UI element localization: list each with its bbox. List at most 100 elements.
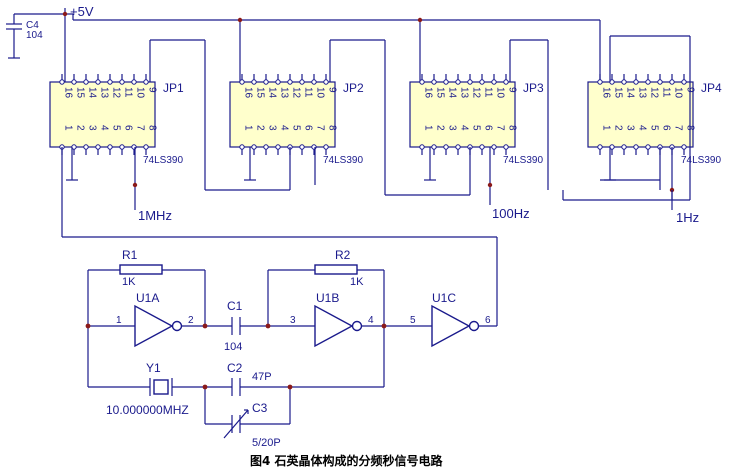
chip-body: [409, 81, 516, 148]
pin-number: 4: [459, 125, 470, 131]
u1c-inverter: [431, 304, 480, 348]
pin-dot: [491, 144, 497, 150]
pin-number: 3: [447, 125, 458, 131]
pin-number: 11: [123, 87, 134, 98]
pin-dot: [83, 79, 89, 85]
pin-dot: [311, 79, 317, 85]
pin-number: 6: [483, 125, 494, 131]
pin-dot: [633, 79, 639, 85]
pin-dot: [95, 144, 101, 150]
pin-number: 14: [625, 87, 636, 99]
pin-number: 6: [123, 125, 134, 131]
pin-number: 13: [279, 87, 290, 99]
pin-number: 2: [435, 125, 446, 131]
output-1mhz: 1MHz: [138, 208, 172, 223]
pin-number: 2: [613, 125, 624, 131]
pin-number: 4: [279, 125, 290, 131]
pin-dot: [455, 144, 461, 150]
pin-dot: [299, 144, 305, 150]
u1a-in-pin: 1: [116, 315, 122, 326]
pin-dot: [443, 144, 449, 150]
pin-dot: [251, 79, 257, 85]
c1-value: 104: [224, 341, 242, 353]
chip-ref: JP1: [163, 81, 184, 95]
c2-capacitor: [231, 378, 241, 396]
chip-body: [229, 81, 336, 148]
pin-dot: [131, 79, 137, 85]
pin-number: 11: [483, 87, 494, 98]
pin-dot: [119, 79, 125, 85]
chip-ref: JP4: [701, 81, 722, 95]
pin-number: 5: [111, 125, 122, 131]
c4-value: 104: [26, 30, 43, 41]
c3-ref: C3: [252, 401, 268, 415]
pin-number: 1: [243, 125, 254, 131]
pin-dot: [95, 79, 101, 85]
c4-ref: C4: [26, 20, 39, 31]
pin-number: 11: [661, 87, 672, 98]
c2-ref: C2: [227, 361, 243, 375]
u1b-ref: U1B: [316, 291, 339, 305]
y1-crystal: [149, 378, 173, 396]
pin-number: 12: [471, 87, 482, 99]
pin-number: 9: [147, 87, 158, 93]
pin-dot: [107, 144, 113, 150]
pin-number: 15: [613, 87, 624, 99]
pin-dot: [107, 79, 113, 85]
pin-number: 10: [495, 87, 506, 99]
pin-number: 10: [315, 87, 326, 99]
pin-number: 10: [135, 87, 146, 99]
r1-value: 1K: [122, 276, 136, 288]
pin-number: 3: [87, 125, 98, 131]
pin-dot: [143, 144, 149, 150]
pin-dot: [239, 144, 245, 150]
pin-number: 1: [601, 125, 612, 131]
u1c-in-pin: 5: [410, 315, 416, 326]
pin-dot: [669, 79, 675, 85]
supply-label: +5V: [70, 4, 94, 19]
chip-ref: JP2: [343, 81, 364, 95]
chip-ref: JP3: [523, 81, 544, 95]
pin-number: 10: [673, 87, 684, 99]
pin-dot: [645, 79, 651, 85]
pin-dot: [83, 144, 89, 150]
pin-number: 7: [135, 125, 146, 131]
u1b-in-pin: 3: [290, 315, 296, 326]
pin-number: 8: [507, 125, 518, 131]
pin-number: 15: [255, 87, 266, 99]
pin-dot: [681, 144, 687, 150]
pin-dot: [119, 144, 125, 150]
y1-ref: Y1: [146, 361, 161, 375]
pin-number: 4: [637, 125, 648, 131]
power-rail: [6, 8, 601, 82]
pin-dot: [59, 79, 65, 85]
r1-ref: R1: [122, 248, 138, 262]
chip-part: 74LS390: [143, 155, 183, 166]
chip-part: 74LS390: [681, 155, 721, 166]
c3-value: 5/20P: [252, 437, 281, 449]
chip-body: [49, 81, 156, 148]
u1a-ref: U1A: [136, 291, 159, 305]
output-100hz: 100Hz: [492, 206, 530, 221]
pin-number: 14: [267, 87, 278, 99]
pin-dot: [681, 79, 687, 85]
pin-number: 5: [471, 125, 482, 131]
pin-dot: [503, 144, 509, 150]
pin-number: 16: [601, 87, 612, 99]
pin-number: 15: [75, 87, 86, 99]
pin-number: 16: [423, 87, 434, 99]
pin-dot: [657, 79, 663, 85]
figure-caption: 图4 石英晶体构成的分频秒信号电路: [250, 453, 444, 468]
chip-body: [587, 81, 694, 148]
pin-dot: [323, 79, 329, 85]
pin-number: 4: [99, 125, 110, 131]
output-1hz: 1Hz: [676, 210, 699, 225]
pin-number: 16: [63, 87, 74, 99]
r2-value: 1K: [350, 276, 364, 288]
interchip-wiring: [61, 35, 691, 326]
pin-dot: [467, 79, 473, 85]
pin-dot: [323, 144, 329, 150]
